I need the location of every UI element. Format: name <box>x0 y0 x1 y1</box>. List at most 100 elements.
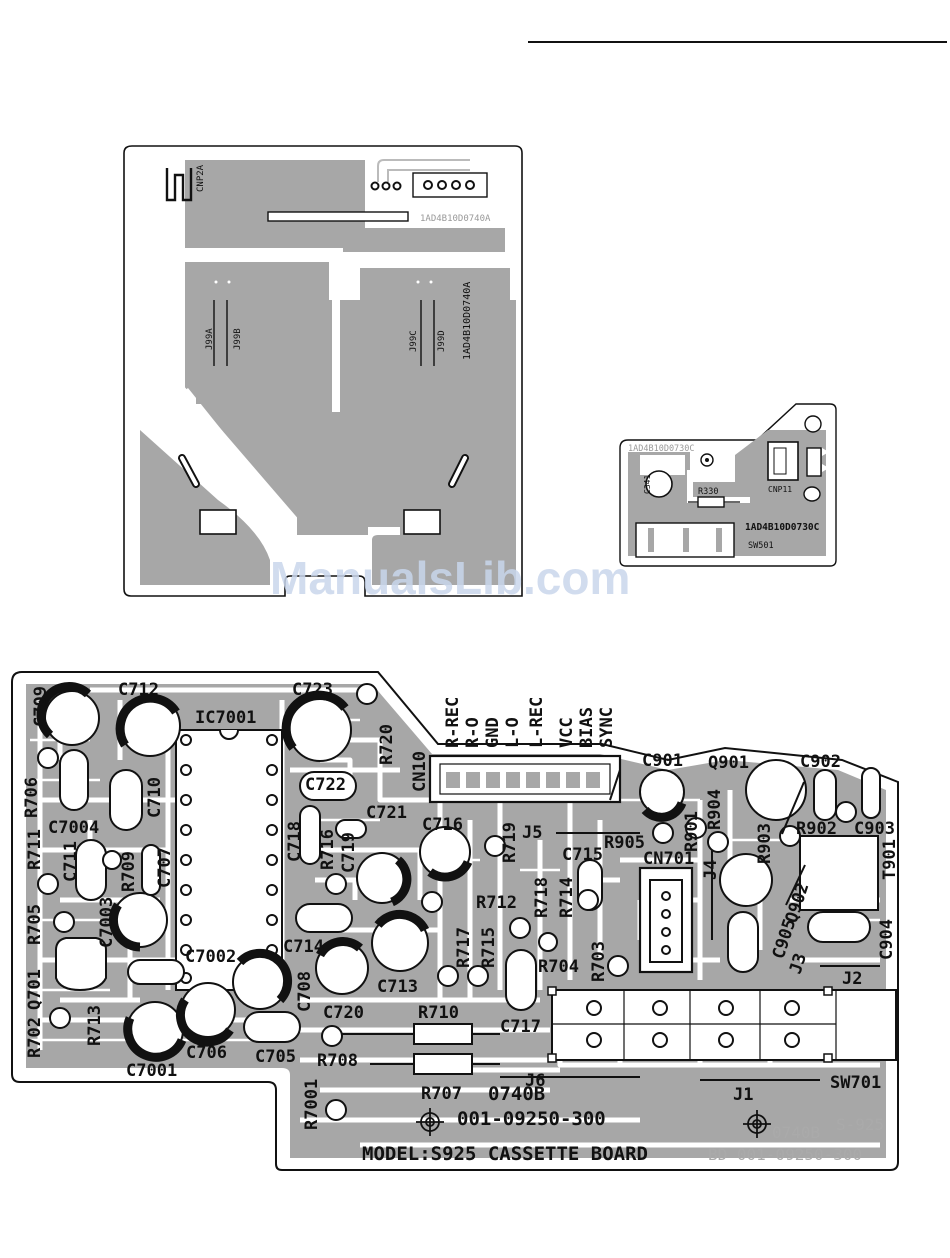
label-r902: R902 <box>796 819 837 839</box>
label-r704: R704 <box>538 957 579 977</box>
capacitor-c709 <box>44 690 100 746</box>
label-c7002: C7002 <box>185 947 236 967</box>
label-r714: R714 <box>557 877 577 918</box>
label-c708: C708 <box>295 971 315 1012</box>
label-r330: R330 <box>698 487 718 497</box>
label-pin-bias: BIAS <box>577 707 597 748</box>
label-c341: C341 <box>643 475 652 494</box>
board-c <box>11 671 899 1171</box>
component-body <box>727 911 759 973</box>
label-c722: C722 <box>305 775 346 795</box>
via-pad <box>392 181 402 191</box>
capacitor-c905 <box>719 853 773 907</box>
capacitor-c902 <box>813 769 837 821</box>
label-r705: R705 <box>25 904 45 945</box>
label-r703: R703 <box>589 941 609 982</box>
ghost-code: 0740B <box>772 1123 820 1142</box>
label-code-right: 1AD4B10D0740A <box>462 282 473 360</box>
label-c718: C718 <box>285 821 305 862</box>
label-r718: R718 <box>532 877 552 918</box>
resistor-r710 <box>413 1023 473 1045</box>
label-r708: R708 <box>317 1051 358 1071</box>
label-r706: R706 <box>22 777 42 818</box>
label-r904: R904 <box>705 789 725 830</box>
board-slot <box>267 211 409 222</box>
ghost-model: S-925 <box>836 1115 884 1134</box>
transformer-t901 <box>799 835 879 911</box>
label-c706: C706 <box>186 1043 227 1063</box>
board-b: 1AD4B10D0730C C341 R330 CNP11 1AD4B10D07… <box>619 403 837 567</box>
label-r712: R712 <box>476 893 517 913</box>
label-c901: C901 <box>642 751 683 771</box>
label-pin-r-rec: R-REC <box>443 697 463 748</box>
label-cnp11: CNP11 <box>768 485 792 494</box>
jumper-j3 <box>785 864 806 906</box>
label-pin-vcc: VCC <box>557 717 577 748</box>
label-c7003: C7003 <box>97 897 117 948</box>
connector-header <box>412 172 488 198</box>
label-j2: J2 <box>842 969 862 989</box>
component-body <box>59 749 89 811</box>
label-sw701: SW701 <box>830 1073 881 1093</box>
mount-pad <box>199 509 237 535</box>
label-0740b: 0740B <box>488 1083 545 1105</box>
label-c710: C710 <box>145 777 165 818</box>
capacitor-c903 <box>861 767 881 819</box>
ic7001-chip <box>175 729 283 991</box>
label-r709: R709 <box>119 851 139 892</box>
cn10-pin-labels: R-REC R-O GND L-O L-REC VCC BIAS SYNC <box>443 697 617 748</box>
label-j6: J6 <box>525 1071 545 1091</box>
label-sw501: SW501 <box>748 541 774 551</box>
label-c7004: C7004 <box>48 818 99 838</box>
label-cn10: CN10 <box>410 751 430 792</box>
label-c723: C723 <box>292 680 333 700</box>
board-model-title: MODEL:S925 CASSETTE BOARD <box>362 1143 648 1165</box>
capacitor-c341 <box>645 470 673 498</box>
label-cn701: CN701 <box>643 849 694 869</box>
label-r903: R903 <box>755 823 775 864</box>
capacitor-c705 <box>243 1011 301 1043</box>
label-c709: C709 <box>31 686 51 727</box>
label-c717: C717 <box>500 1017 541 1037</box>
resistor-r330 <box>697 496 725 508</box>
label-c714: C714 <box>283 937 324 957</box>
mount-pad <box>403 509 441 535</box>
label-ic7001: IC7001 <box>195 708 256 728</box>
resistor-r707 <box>413 1053 473 1075</box>
mount-target <box>416 1108 771 1138</box>
label-code-top: 1AD4B10D0740A <box>420 214 491 224</box>
board-a: CNP2A 1AD4B10D0740A J99A J99B J99C J99D … <box>123 145 523 597</box>
label-c720: C720 <box>323 1003 364 1023</box>
watermark: ManualsLib.com <box>270 552 630 604</box>
label-r707: R707 <box>421 1084 462 1104</box>
label-b-code-top: 1AD4B10D0730C <box>628 444 695 454</box>
label-r905: R905 <box>604 833 645 853</box>
capacitor-c718 <box>299 805 321 865</box>
capacitor-c707 <box>141 844 161 896</box>
label-pin-r-o: R-O <box>463 717 483 748</box>
label-c705: C705 <box>255 1047 296 1067</box>
label-q901: Q901 <box>708 753 749 773</box>
label-c711: C711 <box>61 841 81 882</box>
label-pin-l-o: L-O <box>503 717 523 748</box>
label-c721: C721 <box>366 803 407 823</box>
cnp2a-connector <box>165 168 193 202</box>
capacitor-c717 <box>505 949 537 1011</box>
label-j99d: J99D <box>437 330 447 352</box>
label-r720: R720 <box>377 724 397 765</box>
label-c902: C902 <box>800 752 841 772</box>
label-q701: Q701 <box>25 969 45 1010</box>
transistor-q701 <box>55 937 107 992</box>
transistor-q901 <box>745 759 807 821</box>
capacitor-c711 <box>75 839 107 901</box>
capacitor-c714 <box>295 903 353 933</box>
label-c713: C713 <box>377 977 418 997</box>
capacitor-c721 <box>335 819 367 839</box>
label-c716: C716 <box>422 815 463 835</box>
component-body <box>127 959 185 985</box>
label-j99b: J99B <box>233 328 243 350</box>
label-j99a: J99A <box>205 328 215 350</box>
label-c7001: C7001 <box>126 1061 177 1081</box>
label-j99c: J99C <box>409 330 419 352</box>
